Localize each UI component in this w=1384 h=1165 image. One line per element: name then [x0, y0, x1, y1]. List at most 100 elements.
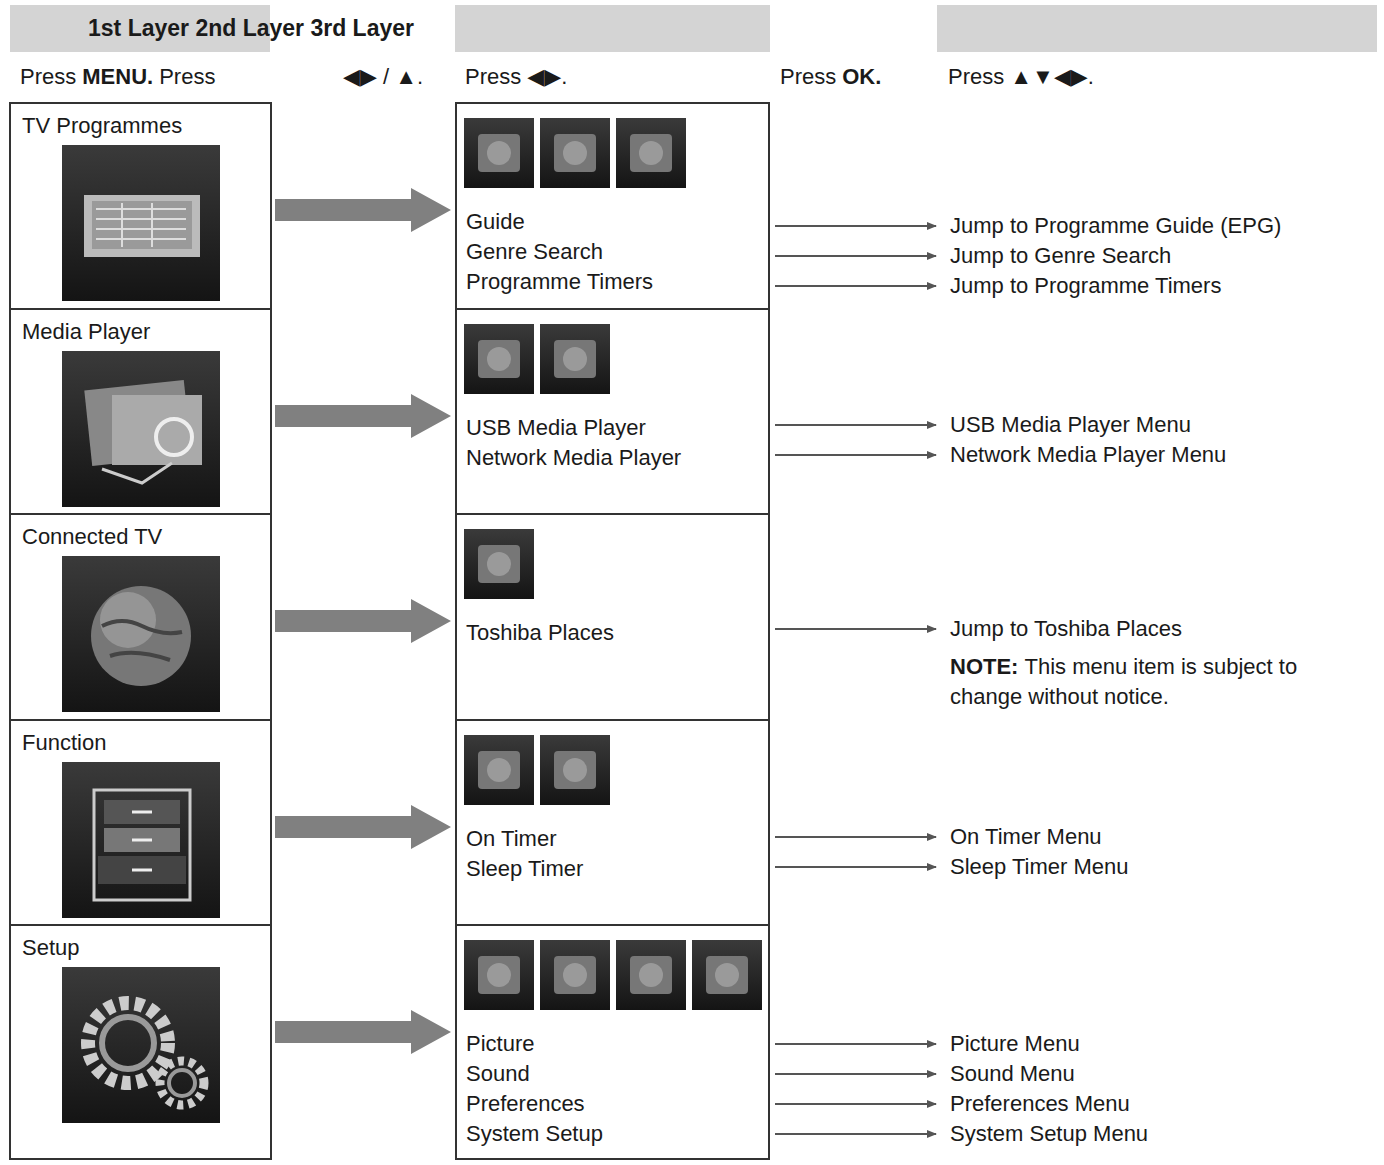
leader-arrow [775, 454, 936, 456]
item-icon [540, 324, 610, 394]
instruction: ◀▶ / ▲. [343, 64, 423, 90]
flow-arrow [275, 394, 451, 438]
item-icon [464, 324, 534, 394]
item-list: Toshiba Places [466, 618, 614, 648]
target-text: Jump to Toshiba Places [950, 616, 1182, 641]
leader-arrow [775, 836, 936, 838]
instruction: Press ◀▶. [465, 64, 567, 90]
target-text: Jump to Genre Search [950, 243, 1171, 268]
instruction-text: ◀▶ / ▲. [343, 64, 423, 89]
leader-arrow [775, 285, 936, 287]
target-label: Jump to Genre Search [950, 243, 1171, 269]
menu-item: Guide [466, 207, 653, 237]
instruction: PressOK. [780, 64, 881, 90]
target-label: Jump to Toshiba Places [950, 616, 1182, 642]
item-icon [692, 940, 762, 1010]
instruction-text: Press ◀▶. [465, 64, 567, 89]
layer2-box: Toshiba Places [455, 513, 770, 721]
target-label: Network Media Player Menu [950, 442, 1226, 468]
instruction-text: Press [159, 64, 215, 89]
item-list: PictureSoundPreferencesSystem Setup [466, 1029, 603, 1149]
item-icon [540, 940, 610, 1010]
flow-arrow [275, 805, 451, 849]
target-text: Sleep Timer Menu [950, 854, 1129, 879]
target-label: Jump to Programme Guide (EPG) [950, 213, 1281, 239]
item-icon [464, 529, 534, 599]
leader-arrow [775, 1103, 936, 1105]
key-name: MENU. [82, 64, 153, 89]
target-label: Jump to Programme Timers [950, 273, 1221, 299]
item-icon [540, 735, 610, 805]
menu-icon [62, 762, 220, 918]
menu-item: Programme Timers [466, 267, 653, 297]
target-label: Sound Menu [950, 1061, 1075, 1087]
leader-arrow [775, 628, 936, 630]
target-label: Sleep Timer Menu [950, 854, 1129, 880]
menu-item: Preferences [466, 1089, 603, 1119]
item-icon [464, 940, 534, 1010]
layer2-box: GuideGenre SearchProgramme Timers [455, 102, 770, 310]
target-text: Jump to Programme Guide (EPG) [950, 213, 1281, 238]
note: NOTE:This menu item is subject to change… [950, 652, 1350, 712]
menu-icon [62, 556, 220, 712]
menu-item: Network Media Player [466, 443, 681, 473]
item-list: USB Media PlayerNetwork Media Player [466, 413, 681, 473]
instruction-text: Press ▲▼◀▶. [948, 64, 1094, 89]
item-list: On TimerSleep Timer [466, 824, 583, 884]
target-label: On Timer Menu [950, 824, 1102, 850]
target-text: Jump to Programme Timers [950, 273, 1221, 298]
layer1-box: Media Player [9, 308, 272, 515]
header-band [455, 5, 770, 52]
leader-arrow [775, 866, 936, 868]
menu-icon [62, 145, 220, 301]
key-name: OK. [842, 64, 881, 89]
layer2-box: USB Media PlayerNetwork Media Player [455, 308, 770, 515]
note-heading: NOTE: [950, 654, 1018, 679]
menu-title: Function [22, 729, 106, 757]
menu-item: Picture [466, 1029, 603, 1059]
target-text: Preferences Menu [950, 1091, 1130, 1116]
instruction: PressMENU.Press [20, 64, 215, 90]
target-label: System Setup Menu [950, 1121, 1148, 1147]
target-text: Sound Menu [950, 1061, 1075, 1086]
item-icon [540, 118, 610, 188]
menu-title: Setup [22, 934, 80, 962]
menu-icon [62, 351, 220, 507]
menu-item: On Timer [466, 824, 583, 854]
flow-arrow [275, 188, 451, 232]
leader-arrow [775, 1133, 936, 1135]
leader-arrow [775, 1073, 936, 1075]
target-label: Picture Menu [950, 1031, 1080, 1057]
target-text: Picture Menu [950, 1031, 1080, 1056]
menu-item: Toshiba Places [466, 618, 614, 648]
header-band [937, 5, 1377, 52]
leader-arrow [775, 255, 936, 257]
item-list: GuideGenre SearchProgramme Timers [466, 207, 653, 297]
menu-item: Sound [466, 1059, 603, 1089]
instruction-text: Press [20, 64, 76, 89]
menu-title: Connected TV [22, 523, 162, 551]
menu-item: System Setup [466, 1119, 603, 1149]
item-icon [464, 735, 534, 805]
target-text: On Timer Menu [950, 824, 1102, 849]
layer1-box: Setup [9, 924, 272, 1160]
menu-item: USB Media Player [466, 413, 681, 443]
leader-arrow [775, 424, 936, 426]
flow-arrow [275, 1010, 451, 1054]
header-text: 1st Layer 2nd Layer 3rd Layer [88, 14, 414, 42]
item-icon [616, 940, 686, 1010]
instruction-text: Press [780, 64, 836, 89]
target-label: Preferences Menu [950, 1091, 1130, 1117]
layer1-box: TV Programmes [9, 102, 272, 310]
target-label: USB Media Player Menu [950, 412, 1191, 438]
leader-arrow [775, 225, 936, 227]
leader-arrow [775, 1043, 936, 1045]
menu-title: TV Programmes [22, 112, 182, 140]
menu-item: Sleep Timer [466, 854, 583, 884]
layer1-box: Connected TV [9, 513, 272, 721]
layer2-box: On TimerSleep Timer [455, 719, 770, 926]
target-text: System Setup Menu [950, 1121, 1148, 1146]
layer2-box: PictureSoundPreferencesSystem Setup [455, 924, 770, 1160]
instruction: Press ▲▼◀▶. [948, 64, 1094, 90]
